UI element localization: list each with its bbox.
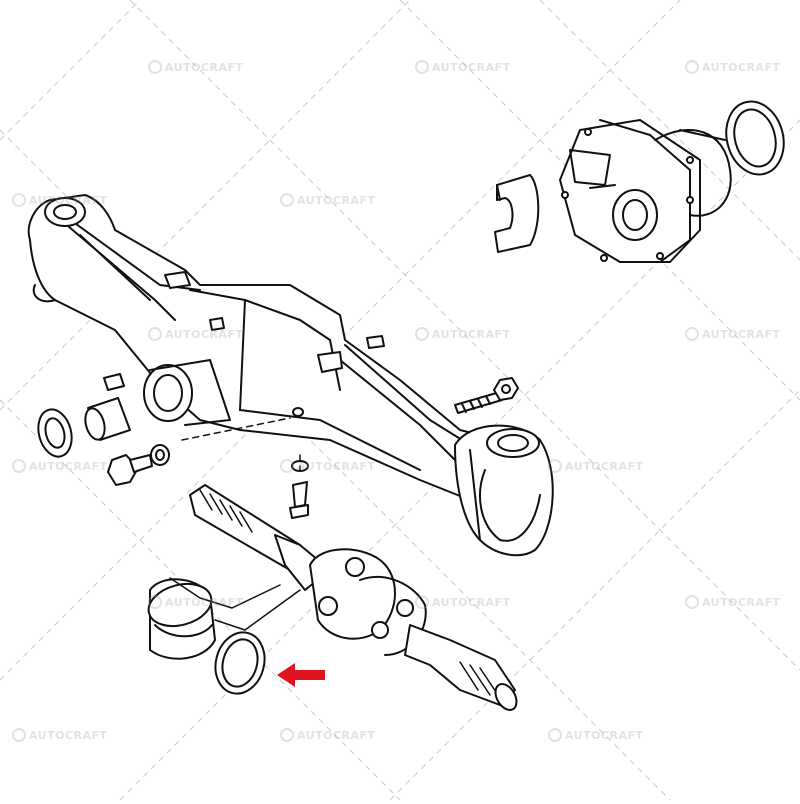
watermark-logo-icon [148,327,162,341]
dowel-pin [103,373,125,391]
watermark: AUTOCRAFT [12,459,108,473]
watermark: AUTOCRAFT [280,193,376,207]
watermark-logo-icon [415,327,429,341]
watermark-logo-icon [12,459,26,473]
watermark-logo-icon [548,728,562,742]
watermark-logo-icon [12,193,26,207]
stud-and-nut [454,377,519,414]
washer [150,444,170,466]
watermark: AUTOCRAFT [685,60,781,74]
highlight-arrow [277,663,325,687]
watermark: AUTOCRAFT [415,595,511,609]
watermark-logo-icon [415,595,429,609]
watermark-logo-icon [685,327,699,341]
watermark: AUTOCRAFT [548,728,644,742]
axle-shaft-seal-ring [214,631,266,695]
bearing-half-shell [494,174,540,253]
watermark-logo-icon [685,595,699,609]
watermark: AUTOCRAFT [548,459,644,473]
left-seal [37,408,73,458]
watermark-logo-icon [12,728,26,742]
watermark: AUTOCRAFT [685,595,781,609]
watermark-logo-icon [148,595,162,609]
bolt-left [107,454,153,486]
watermark-logo-icon [280,728,294,742]
watermark-logo-icon [415,60,429,74]
watermark: AUTOCRAFT [148,60,244,74]
line-art [27,100,785,711]
watermark: AUTOCRAFT [12,193,108,207]
left-bushing [84,397,131,441]
watermark-logo-icon [280,193,294,207]
part-leader-lines [169,577,301,631]
watermark: AUTOCRAFT [685,327,781,341]
pin-top [366,335,385,349]
watermark: AUTOCRAFT [12,728,108,742]
watermark-logo-icon [280,459,294,473]
watermark: AUTOCRAFT [415,327,511,341]
watermark-logo-icon [685,60,699,74]
dashed-leader-lines [181,417,301,471]
hub-o-ring [725,100,785,176]
watermark: AUTOCRAFT [148,327,244,341]
axle-housing [27,194,554,557]
watermark: AUTOCRAFT [415,60,511,74]
shaft-seal [147,578,216,660]
watermark: AUTOCRAFT [148,595,244,609]
watermark: AUTOCRAFT [280,728,376,742]
watermark: AUTOCRAFT [280,459,376,473]
watermark-logo-icon [548,459,562,473]
hub-assembly [559,119,732,263]
axle-shaft [189,484,518,711]
watermark-logo-icon [148,60,162,74]
